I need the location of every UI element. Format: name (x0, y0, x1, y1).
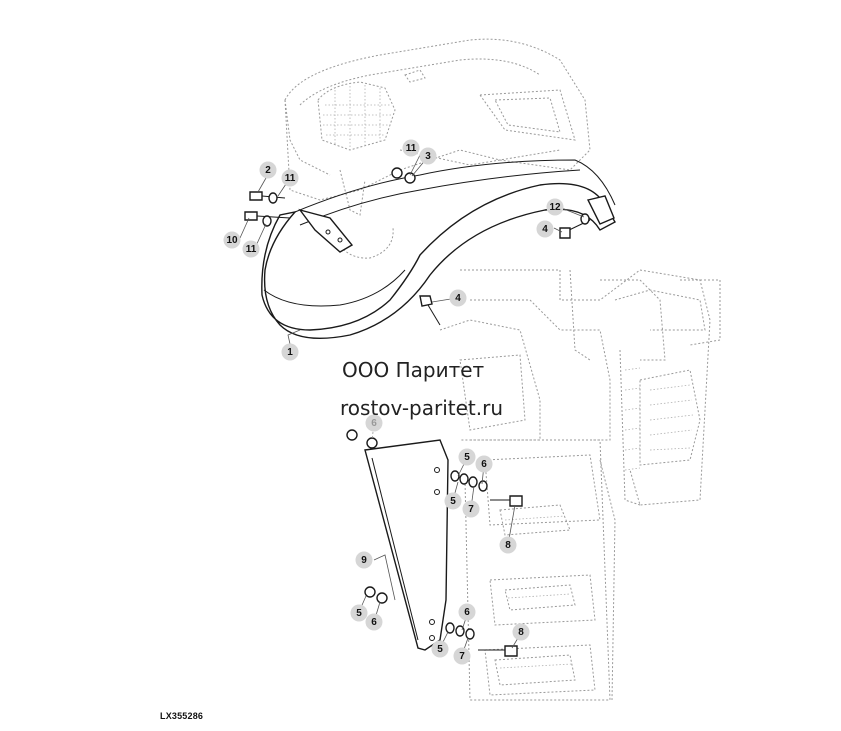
callout-bubble (546, 198, 564, 216)
callout-c11b: 11 (402, 139, 420, 157)
callout-bubble (458, 603, 476, 621)
callout-label: 5 (356, 608, 362, 619)
bracket-plate-part (364, 439, 449, 651)
callout-bubble (223, 231, 241, 249)
callout-label: 6 (371, 617, 377, 628)
callout-bubble (431, 640, 449, 658)
callout-c4a: 4 (449, 289, 467, 307)
tractor-body-ghost (284, 38, 721, 701)
callout-bubble (458, 448, 476, 466)
callout-bubble (355, 551, 373, 569)
callout-bubble (419, 147, 437, 165)
figure-reference: LX355286 (160, 711, 204, 721)
callout-label: 9 (361, 555, 367, 566)
callout-label: 4 (455, 293, 461, 304)
callout-c11a: 11 (281, 169, 299, 187)
callout-bubble (475, 455, 493, 473)
callout-c6c: 6 (365, 613, 383, 631)
callout-label: 11 (285, 173, 296, 184)
callout-label: 6 (464, 607, 470, 618)
callout-c5a: 5 (458, 448, 476, 466)
callout-label: 5 (450, 496, 456, 507)
callout-label: 7 (459, 651, 465, 662)
callout-label: 3 (425, 151, 431, 162)
watermark-company: ООО Паритет (342, 358, 485, 382)
callout-c4b: 4 (536, 220, 554, 238)
callout-label: 8 (518, 627, 524, 638)
callout-bubble (281, 169, 299, 187)
callout-label: 2 (265, 165, 271, 176)
callout-c10: 10 (223, 231, 241, 249)
callout-bubble (281, 343, 299, 361)
callout-label: 12 (549, 202, 561, 213)
callout-c8b: 8 (512, 623, 530, 641)
callout-bubble (512, 623, 530, 641)
callout-bubble (402, 139, 420, 157)
callout-c7a: 7 (462, 500, 480, 518)
callout-c8a: 8 (499, 536, 517, 554)
callout-bubble (350, 604, 368, 622)
callout-bubble (536, 220, 554, 238)
callout-label: 6 (371, 418, 377, 429)
callout-bubble (365, 613, 383, 631)
callout-bubble (444, 492, 462, 510)
callout-label: 5 (437, 644, 443, 655)
callout-c5b: 5 (444, 492, 462, 510)
callout-c7b: 7 (453, 647, 471, 665)
callout-c5d: 5 (431, 640, 449, 658)
callout-c1: 1 (281, 343, 299, 361)
callout-c6b: 6 (475, 455, 493, 473)
callout-c2: 2 (259, 161, 277, 179)
callout-bubble (449, 289, 467, 307)
callout-bubble (242, 240, 260, 258)
callout-label: 8 (505, 540, 511, 551)
callout-bubble (259, 161, 277, 179)
callout-label: 5 (464, 452, 470, 463)
callout-c11c: 11 (242, 240, 260, 258)
callout-bubble (365, 414, 383, 432)
callout-label: 1 (287, 347, 293, 358)
callout-label: 7 (468, 504, 474, 515)
callout-c6a: 6 (365, 414, 383, 432)
fender-part (261, 159, 616, 340)
fender-hardware (244, 167, 591, 326)
callout-label: 11 (406, 143, 417, 154)
callout-c5c: 5 (350, 604, 368, 622)
callout-label: 10 (226, 235, 238, 246)
callout-label: 11 (246, 244, 257, 255)
callout-label: 6 (481, 459, 487, 470)
callout-bubble (462, 500, 480, 518)
callout-bubble (499, 536, 517, 554)
plate-hardware (346, 429, 523, 657)
callout-label: 4 (542, 224, 548, 235)
callout-c3: 3 (419, 147, 437, 165)
watermark-website: rostov-paritet.ru (340, 396, 504, 420)
callout-c12: 12 (546, 198, 564, 216)
callout-c9: 9 (355, 551, 373, 569)
callout-bubble (453, 647, 471, 665)
callout-c6d: 6 (458, 603, 476, 621)
